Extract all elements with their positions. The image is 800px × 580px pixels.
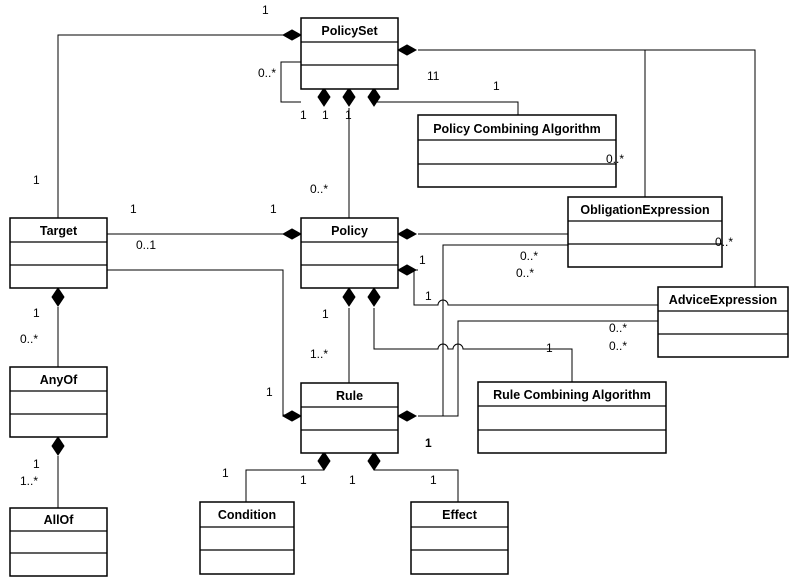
class-name-policy: Policy	[331, 224, 368, 238]
edge-policy-rca	[373, 308, 573, 382]
mult-target-anyof-0n: 0..*	[20, 332, 38, 346]
class-name-effect: Effect	[442, 508, 478, 522]
class-name-condition: Condition	[218, 508, 276, 522]
mult-rule-eff-1-left: 1	[349, 473, 356, 487]
class-name-target: Target	[40, 224, 78, 238]
mult-policy-adv-1: 1	[425, 289, 432, 303]
diamond-policyset-right	[396, 44, 418, 56]
mult-target-policy-01: 0..1	[136, 238, 156, 252]
class-effect: Effect	[410, 501, 509, 575]
edge-policy-advice	[413, 269, 658, 306]
edge-rule-advice	[443, 320, 658, 417]
diamond-rule-bottom-2	[367, 451, 381, 471]
diamond-policyset-left	[281, 29, 303, 41]
class-name-obligation-expression: ObligationExpression	[580, 203, 709, 217]
mult-policy-rule-1n: 1..*	[310, 347, 328, 361]
mult-ps-1-a: 1	[300, 108, 307, 122]
mult-target-anyof-1: 1	[33, 306, 40, 320]
mult-target-policy-1-right: 1	[270, 202, 277, 216]
mult-ps-11: 11	[427, 69, 440, 83]
class-policy: Policy	[300, 217, 399, 289]
diamond-policy-right-top	[396, 228, 418, 240]
diamond-rule-right	[396, 410, 418, 422]
diamond-policyset-bottom-3	[367, 87, 381, 107]
class-target: Target	[9, 217, 108, 289]
edge-rule-obligation	[418, 244, 568, 417]
mult-target-1-top: 1	[33, 173, 40, 187]
diamond-policy-right-bottom	[396, 264, 418, 276]
class-policy-combining-algorithm: Policy Combining Algorithm	[417, 114, 617, 188]
mult-rule-cond-1-right: 1	[300, 473, 307, 487]
mult-policy-rca-1: 1	[546, 341, 553, 355]
association-lines	[57, 34, 756, 508]
mult-obl-0n-right: 0..*	[715, 235, 733, 249]
edge-rule-condition	[245, 469, 324, 502]
mult-rule-eff-1-right: 1	[430, 473, 437, 487]
diamond-rule-left	[281, 410, 303, 422]
class-name-rule: Rule	[336, 389, 363, 403]
mult-adv-0n-b: 0..*	[609, 339, 627, 353]
mult-target-policy-1-left: 1	[130, 202, 137, 216]
diamond-anyof-bottom	[51, 436, 65, 456]
multiplicity-labels: 1 0..* 11 1 1 1 1 0..* 1 0..* 1 1 0..1 0…	[20, 3, 733, 488]
mult-rule-cond-1-left: 1	[222, 466, 229, 480]
class-advice-expression: AdviceExpression	[657, 286, 789, 358]
class-name-rule-combining-algorithm: Rule Combining Algorithm	[493, 388, 651, 402]
diamond-policyset-bottom-2	[342, 87, 356, 107]
mult-ps-pca-1: 1	[493, 79, 500, 93]
mult-anyof-allof-1n: 1..*	[20, 474, 38, 488]
edge-policyset-target	[57, 34, 286, 218]
composition-diamonds	[51, 29, 418, 471]
mult-ps-policy-0n: 0..*	[310, 182, 328, 196]
mult-ps-1-c: 1	[345, 108, 352, 122]
mult-ps-self-0n: 0..*	[258, 66, 276, 80]
mult-policy-obl-0n: 0..*	[520, 249, 538, 263]
diamond-policyset-bottom-1	[317, 87, 331, 107]
class-name-anyof: AnyOf	[40, 373, 78, 387]
mult-anyof-allof-1: 1	[33, 457, 40, 471]
class-rule: Rule	[300, 382, 399, 454]
class-anyof: AnyOf	[9, 366, 108, 438]
mult-policy-obl-1: 1	[419, 253, 426, 267]
class-policyset: PolicySet	[300, 17, 399, 90]
mult-ps-target-1: 1	[262, 3, 269, 17]
class-name-allof: AllOf	[44, 513, 75, 527]
edge-rule-effect	[374, 469, 459, 502]
class-obligation-expression: ObligationExpression	[567, 196, 723, 268]
diamond-policy-left	[281, 228, 303, 240]
class-condition: Condition	[199, 501, 295, 575]
edge-policyset-pca	[373, 101, 519, 115]
diamond-rule-bottom-1	[317, 451, 331, 471]
class-rule-combining-algorithm: Rule Combining Algorithm	[477, 381, 667, 454]
class-allof: AllOf	[9, 507, 108, 577]
class-name-advice-expression: AdviceExpression	[669, 293, 777, 307]
class-name-policyset: PolicySet	[321, 24, 378, 38]
diamond-target-bottom	[51, 287, 65, 307]
mult-policy-rule-1: 1	[322, 307, 329, 321]
class-name-policy-combining-algorithm: Policy Combining Algorithm	[433, 122, 601, 136]
mult-target-rule-1: 1	[266, 385, 273, 399]
diamond-policy-bottom-2	[367, 287, 381, 307]
mult-adv-0n-a: 0..*	[609, 321, 627, 335]
mult-pca-0n: 0..*	[606, 152, 624, 166]
edge-policyset-self	[280, 61, 301, 103]
edge-policyset-advice	[645, 49, 756, 287]
edge-target-rule	[107, 269, 286, 416]
diamond-policy-bottom-1	[342, 287, 356, 307]
mult-ps-1-b: 1	[322, 108, 329, 122]
mult-policy-adv-0n: 0..*	[516, 266, 534, 280]
mult-rule-1-bold: 1	[425, 436, 432, 450]
